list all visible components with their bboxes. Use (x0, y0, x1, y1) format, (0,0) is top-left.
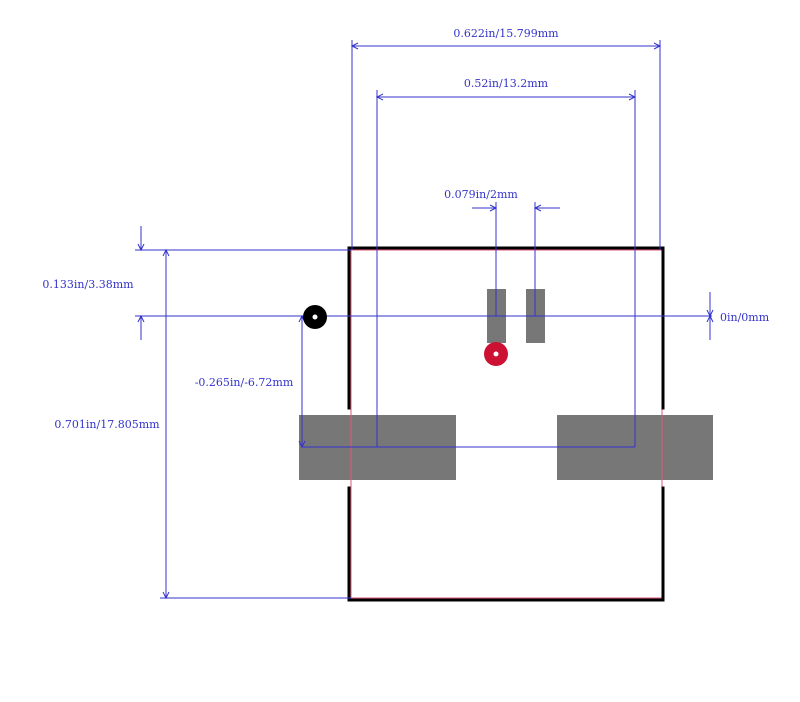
label-top-offset: 0.133in/3.38mm (42, 278, 134, 291)
body-outline (347, 246, 665, 602)
dimension-lines (135, 40, 714, 600)
courtyard-outline (350, 249, 663, 599)
label-origin-offset: 0in/0mm (720, 311, 770, 324)
label-pad-span: 0.52in/13.2mm (464, 77, 549, 90)
label-overall-width: 0.622in/15.799mm (453, 27, 559, 40)
pin1-marker (484, 342, 508, 366)
label-pad-vertical-offset: -0.265in/-6.72mm (195, 376, 294, 389)
label-overall-height: 0.701in/17.805mm (54, 418, 160, 431)
origin-marker (303, 305, 327, 329)
label-pin-pitch: 0.079in/2mm (444, 188, 518, 201)
